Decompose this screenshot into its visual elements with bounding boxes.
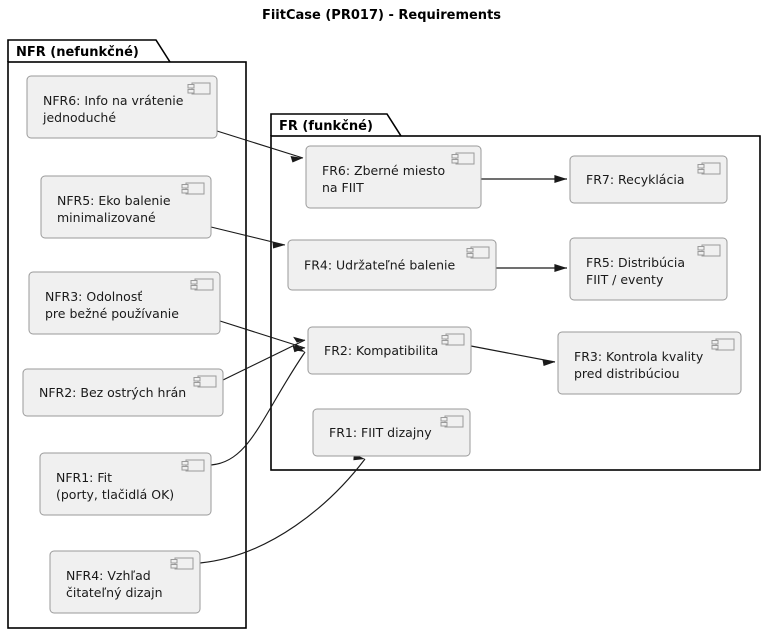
component-label-line: FR4: Udržateľné balenie <box>304 258 455 273</box>
component-box <box>312 408 471 457</box>
uml-component-icon <box>193 375 217 388</box>
component-nfr3[interactable]: NFR3: Odolnosť pre bežné používanie <box>28 271 221 335</box>
component-label-line: pre bežné používanie <box>45 306 179 321</box>
component-box <box>569 237 728 301</box>
component-fr7[interactable]: FR7: Recyklácia <box>569 155 728 204</box>
edge-nfr6-to-fr6 <box>216 130 304 163</box>
component-box <box>39 452 212 516</box>
edge-nfr5-to-fr4 <box>210 226 286 249</box>
arrowhead-icon <box>293 336 305 343</box>
edge-nfr1-to-fr2 <box>210 343 306 466</box>
component-box <box>26 75 218 139</box>
uml-component-icon <box>711 338 735 351</box>
package-label: NFR (nefunkčné) <box>16 45 139 60</box>
component-label-line: jednoduché <box>42 110 116 125</box>
package-nfr[interactable]: NFR (nefunkčné) <box>7 39 247 629</box>
edges-layer <box>199 130 567 564</box>
uml-component-icon <box>451 152 475 165</box>
component-fr4[interactable]: FR4: Udržateľné balenie <box>287 239 497 291</box>
arrowhead-icon <box>272 241 285 249</box>
uml-component-icon <box>170 557 194 570</box>
component-fr2[interactable]: FR2: Kompatibilita <box>307 326 472 375</box>
arrowhead-icon <box>290 156 303 163</box>
edge-line <box>219 320 306 349</box>
component-nfr6[interactable]: NFR6: Info na vrátenie jednoduché <box>26 75 218 139</box>
component-label-line: FR5: Distribúcia <box>586 255 685 270</box>
component-box <box>557 331 742 395</box>
component-label-line: NFR1: Fit <box>56 470 112 485</box>
component-box <box>49 550 201 614</box>
edge-fr6-to-fr7 <box>481 175 567 183</box>
arrowhead-icon <box>554 175 567 183</box>
page-title: FiitCase (PR017) - Requirements <box>262 8 501 23</box>
uml-component-icon <box>697 162 721 175</box>
uml-component-icon <box>466 246 490 259</box>
arrowhead-icon <box>542 359 555 366</box>
component-box <box>22 368 224 417</box>
component-label-line: (porty, tlačidlá OK) <box>56 487 174 502</box>
uml-component-icon <box>190 278 214 291</box>
component-label-line: NFR4: Vzhľad <box>66 568 151 583</box>
component-label-line: FR7: Recyklácia <box>586 172 684 187</box>
component-label-line: NFR3: Odolnosť <box>45 289 142 304</box>
uml-component-icon <box>181 459 205 472</box>
component-fr6[interactable]: FR6: Zberné miesto na FIIT <box>305 145 482 209</box>
component-label-line: FR1: FIIT dizajny <box>329 425 432 440</box>
edge-nfr2-to-fr2 <box>222 336 306 381</box>
package-body <box>7 61 247 629</box>
uml-component-icon <box>697 244 721 257</box>
component-label-line: pred distribúciou <box>574 366 680 381</box>
arrowhead-icon <box>554 264 567 272</box>
component-label-line: NFR6: Info na vrátenie <box>43 93 184 108</box>
component-box <box>40 175 212 239</box>
component-label-line: FIIT / eventy <box>586 272 664 287</box>
uml-component-icon <box>440 415 464 428</box>
component-box <box>569 155 728 204</box>
package-label: FR (funkčné) <box>279 119 373 134</box>
component-nfr2[interactable]: NFR2: Bez ostrých hrán <box>22 368 224 417</box>
edge-line <box>199 458 366 564</box>
component-label-line: minimalizované <box>57 210 156 225</box>
component-box <box>307 326 472 375</box>
package-tab <box>270 113 402 137</box>
component-label-line: FR6: Zberné miesto <box>322 163 445 178</box>
component-label-line: čitateľný dizajn <box>66 585 163 600</box>
component-nfr1[interactable]: NFR1: Fit (porty, tlačidlá OK) <box>39 452 212 516</box>
component-label-line: NFR5: Eko balenie <box>57 193 171 208</box>
edge-line <box>470 345 556 363</box>
arrowhead-icon <box>294 343 305 352</box>
component-box <box>28 271 221 335</box>
edge-fr4-to-fr5 <box>496 264 567 272</box>
component-nfr4[interactable]: NFR4: Vzhľad čitateľný dizajn <box>49 550 201 614</box>
component-nfr5[interactable]: NFR5: Eko balenie minimalizované <box>40 175 212 239</box>
edge-line <box>210 351 306 466</box>
component-box <box>287 239 497 291</box>
component-label-line: FR3: Kontrola kvality <box>574 349 704 364</box>
component-label-line: na FIIT <box>322 180 364 195</box>
uml-component-icon <box>187 82 211 95</box>
edge-line <box>216 130 304 159</box>
edge-fr2-to-fr3 <box>470 345 556 366</box>
package-tab <box>7 39 171 63</box>
uml-component-icon <box>441 333 465 346</box>
component-box <box>305 145 482 209</box>
component-label-line: NFR2: Bez ostrých hrán <box>39 385 186 400</box>
uml-component-icon <box>181 182 205 195</box>
edge-line <box>222 339 306 381</box>
component-label-line: FR2: Kompatibilita <box>324 343 438 358</box>
component-fr3[interactable]: FR3: Kontrola kvality pred distribúciou <box>557 331 742 395</box>
component-fr1[interactable]: FR1: FIIT dizajny <box>312 408 471 457</box>
